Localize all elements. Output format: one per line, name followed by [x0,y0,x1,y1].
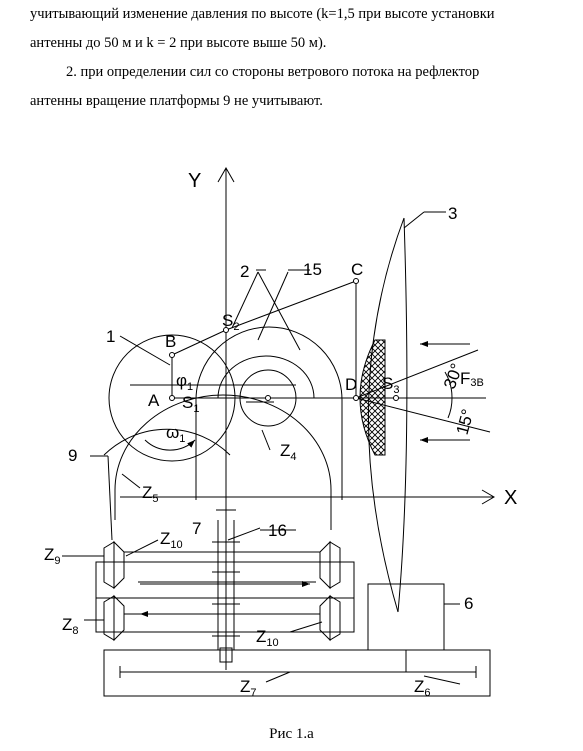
label-x-axis: X [504,487,517,509]
label-b: B [165,332,176,351]
label-a: A [148,391,160,410]
label-z5: Z5 [142,483,159,505]
label-15: 15 [303,260,322,279]
label-z10-top: Z10 [160,529,183,551]
paragraph-1: учитывающий изменение давления по высоте… [30,0,565,58]
label-s3: S3 [382,374,399,396]
label-z9: Z9 [44,545,61,567]
label-phi: φ1 [176,371,193,393]
label-s1: S1 [182,393,199,415]
label-z7: Z7 [240,677,257,699]
label-z4: Z4 [280,441,297,463]
label-z10-bottom: Z10 [256,627,279,649]
paragraph-2-line-2: антенны вращение платформы 9 не учитываю… [30,93,323,109]
reflector [397,217,408,613]
label-c: C [351,260,363,279]
block-6 [367,583,445,651]
label-6: 6 [464,594,473,613]
label-force: F3B [460,369,484,389]
mechanism-diagram: Y X 1 2 15 3 C B A D 9 7 16 6 φ1 S1 S2 S… [44,166,517,699]
label-s2: S2 [222,311,239,333]
paragraph-2: 2. при определении сил со стороны ветров… [30,58,565,116]
label-9: 9 [68,446,77,465]
paragraph-2-line-1: 2. при определении сил со стороны ветров… [66,64,480,80]
label-z8: Z8 [62,615,79,637]
paragraph-1-line-2: антенны до 50 м и k = 2 при высоте выше … [30,35,327,51]
label-1: 1 [106,327,115,346]
label-7: 7 [192,519,201,538]
base-plate [103,649,491,697]
label-y-axis: Y [188,170,201,192]
arch-2 [195,326,343,500]
paragraph-1-line-1: учитывающий изменение давления по высоте… [30,6,495,22]
label-2: 2 [240,262,249,281]
arch-9 [114,394,332,530]
label-16: 16 [268,521,287,540]
label-d: D [345,375,357,394]
label-omega: ω1 [166,423,185,445]
label-angle-15: 15° [453,407,478,437]
figure-caption: Рис 1.а [269,726,314,742]
label-3: 3 [448,204,457,223]
label-z6: Z6 [414,677,431,699]
